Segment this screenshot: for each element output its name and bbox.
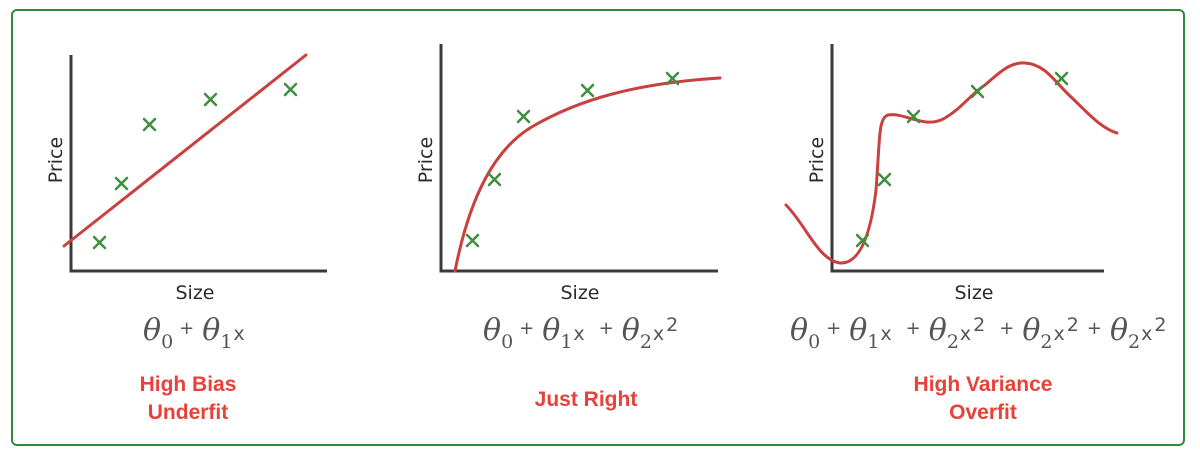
data-point (142, 117, 157, 132)
data-point (1054, 71, 1069, 86)
data-point (114, 176, 129, 191)
data-point (487, 172, 502, 187)
panel-1-caption-line-2: Underfit (148, 401, 229, 424)
panel-2-fit-curve (453, 76, 722, 273)
panel-1-data-points (92, 82, 298, 250)
data-point (465, 233, 480, 248)
panel-2-axes (439, 44, 718, 273)
panel-underfit: Price Size θ0+θ1x High Bias Underfit (45, 53, 327, 424)
data-point (906, 109, 921, 124)
panel-2-data-points (465, 71, 680, 248)
panel-1-caption-line-1: High Bias (140, 373, 237, 396)
panel-1-axes (69, 55, 327, 273)
data-point (855, 233, 870, 248)
panel-1-formula: θ0+θ1x (143, 313, 245, 353)
data-point (283, 82, 298, 97)
data-point (580, 83, 595, 98)
panel-3-axes (830, 44, 1104, 273)
panel-1-fit-line (62, 53, 308, 248)
panel-3-fit-curve (784, 61, 1119, 265)
panel-3-caption-line-2: Overfit (949, 401, 1017, 424)
panel-3-data-points (855, 71, 1069, 248)
panel-1-y-label: Price (45, 137, 67, 183)
data-point (92, 235, 107, 250)
panel-3-y-label: Price (806, 137, 828, 183)
data-point (203, 92, 218, 107)
data-point (665, 71, 680, 86)
panel-2-x-label: Size (560, 282, 599, 304)
data-point (970, 84, 985, 99)
panel-3-x-label: Size (954, 282, 993, 304)
panel-1-x-label: Size (175, 282, 214, 304)
panel-2-caption: Just Right (535, 388, 638, 411)
panel-3-caption-line-1: High Variance (914, 373, 1053, 396)
data-point (516, 109, 531, 124)
data-point (877, 172, 892, 187)
panel-2-y-label: Price (415, 137, 437, 183)
